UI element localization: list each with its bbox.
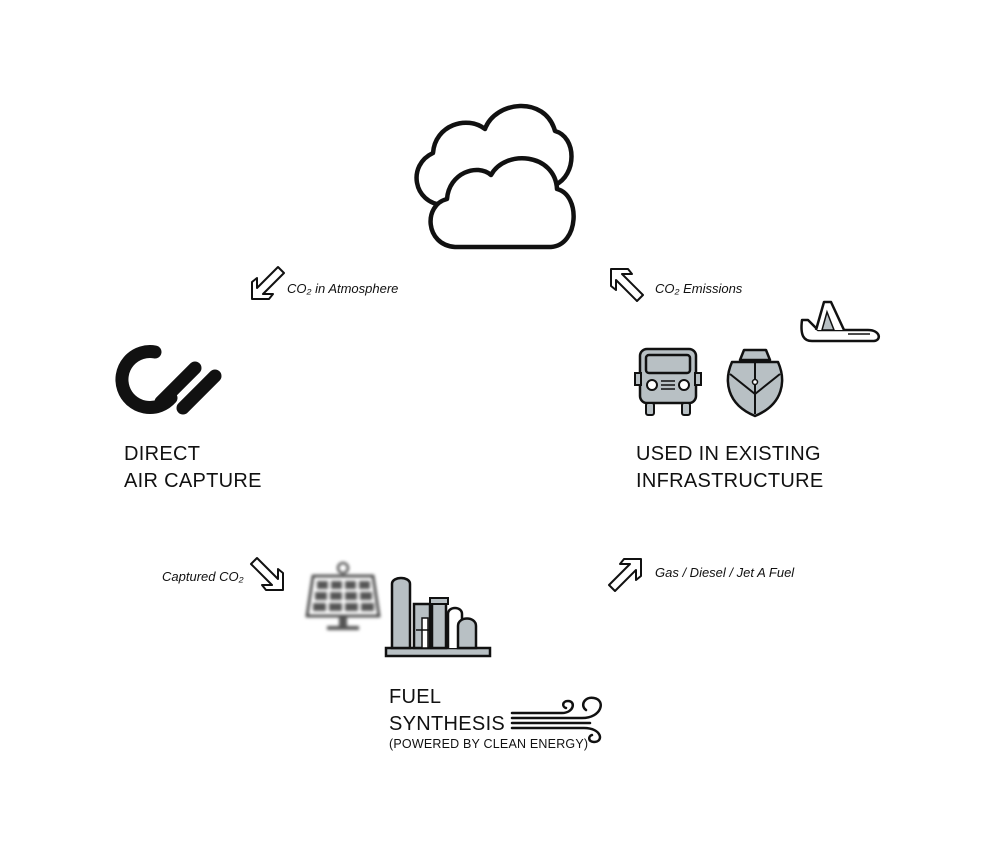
airplane-icon (800, 300, 881, 343)
truck-icon (634, 347, 702, 416)
solar-panel-icon (305, 562, 381, 630)
arrow-up-left-icon (610, 268, 644, 302)
wind-icon (510, 696, 602, 744)
label-co2-in-atmosphere: CO₂ in Atmosphere (287, 281, 399, 296)
arrow-down-left-icon (251, 266, 285, 300)
carbon-engineering-logo-icon (115, 345, 222, 415)
fuel-synthesis-title: FUEL SYNTHESIS (POWERED BY CLEAN ENERGY) (389, 686, 589, 751)
arrow-down-right-icon (250, 557, 284, 591)
arrow-up-right-icon (608, 558, 642, 592)
label-co2-emissions: CO₂ Emissions (655, 281, 743, 296)
label-captured-co2: Captured CO₂ (162, 569, 244, 584)
cloud-icon (414, 103, 576, 250)
factory-icon (384, 576, 492, 658)
infrastructure-title: USED IN EXISTING INFRASTRUCTURE (636, 443, 824, 492)
ship-icon (726, 348, 784, 418)
direct-air-capture-title: DIRECT AIR CAPTURE (124, 443, 262, 492)
label-fuels: Gas / Diesel / Jet A Fuel (655, 565, 795, 580)
